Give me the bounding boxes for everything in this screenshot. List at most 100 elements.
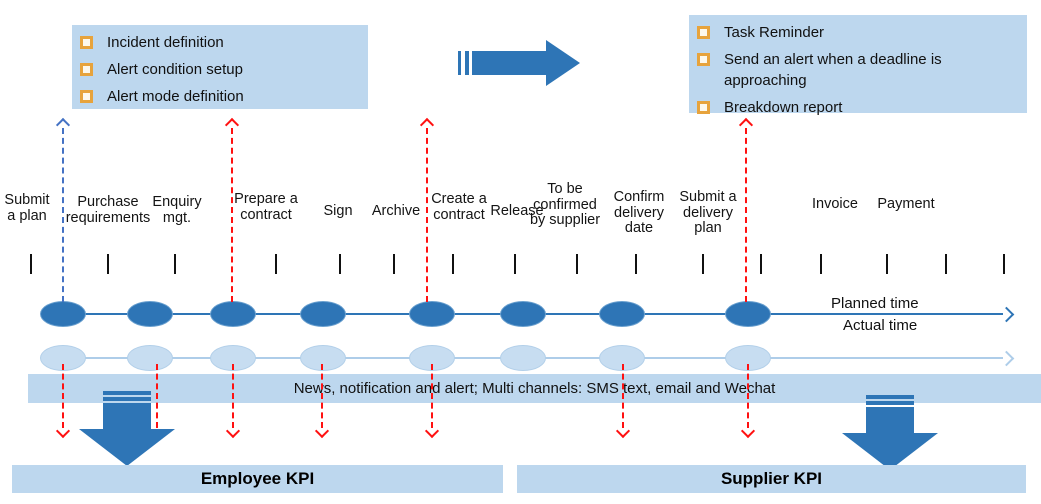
ruler-tick <box>760 254 762 274</box>
dashed-connector-down <box>622 364 624 428</box>
alert-setup-callout: Incident definition Alert condition setu… <box>72 25 368 109</box>
stage-label: Archive <box>371 203 421 219</box>
dashed-connector-down <box>62 364 64 428</box>
square-bullet-icon <box>80 90 93 103</box>
dashed-connector-down <box>747 364 749 428</box>
reminder-callout: Task Reminder Send an alert when a deadl… <box>689 15 1027 116</box>
ruler-tick <box>275 254 277 274</box>
right-arrow-body <box>472 51 546 75</box>
right-arrow-stripe <box>458 51 461 75</box>
right-arrow-head <box>546 40 580 86</box>
down-arrow-stripe <box>103 391 151 395</box>
square-bullet-icon <box>697 26 710 39</box>
dashed-connector-down <box>156 364 158 428</box>
stage-label: Invoice <box>812 196 858 212</box>
stage-label: Confirm delivery date <box>613 189 665 236</box>
stage-label: Release <box>490 203 544 219</box>
stage-label: Sign <box>323 203 353 219</box>
down-arrow-supplier-icon <box>842 395 938 471</box>
down-arrowhead-icon <box>740 423 756 439</box>
callout-item-label: Incident definition <box>107 34 224 51</box>
dashed-connector-up <box>62 128 64 302</box>
stage-label: Submit a plan <box>4 192 50 224</box>
planned-milestone <box>725 301 771 327</box>
ruler-tick <box>339 254 341 274</box>
stage-label: Submit a delivery plan <box>679 189 737 236</box>
actual-milestone <box>300 345 346 371</box>
callout-item: Alert condition setup <box>78 59 360 80</box>
down-arrow-head <box>842 433 938 470</box>
ruler-tick <box>576 254 578 274</box>
down-arrowhead-icon <box>225 423 241 439</box>
ruler-tick <box>393 254 395 274</box>
callout-item-label: Breakdown report <box>724 99 843 116</box>
planned-arrowhead-icon <box>998 306 1015 323</box>
callout-item-label: Alert mode definition <box>107 88 244 105</box>
up-arrowhead-icon <box>55 117 71 133</box>
down-arrowhead-icon <box>314 423 330 439</box>
dashed-connector-up <box>426 128 428 302</box>
ruler-tick <box>886 254 888 274</box>
employee-kpi-bar: Employee KPI <box>12 465 503 493</box>
ruler-tick <box>107 254 109 274</box>
up-arrowhead-icon <box>224 117 240 133</box>
callout-item: Alert mode definition <box>78 86 360 107</box>
ruler-tick <box>1003 254 1005 274</box>
down-arrow-body <box>103 403 151 429</box>
dashed-connector-down <box>431 364 433 428</box>
down-arrow-employee-icon <box>79 391 175 467</box>
ruler-tick <box>30 254 32 274</box>
stage-label: Create a contract <box>431 191 487 223</box>
actual-arrowhead-icon <box>998 350 1015 367</box>
planned-milestone <box>500 301 546 327</box>
planned-milestone <box>599 301 645 327</box>
callout-item-label: Task Reminder <box>724 24 825 41</box>
down-arrow-stripe <box>103 397 151 401</box>
down-arrow-stripe <box>866 401 914 405</box>
ruler-tick <box>174 254 176 274</box>
ruler-tick <box>820 254 822 274</box>
stage-label: Payment <box>877 196 935 212</box>
planned-milestone <box>210 301 256 327</box>
callout-item-label: Alert condition setup <box>107 61 243 78</box>
dashed-connector-down <box>321 364 323 428</box>
callout-item: Task Reminder <box>695 22 1019 43</box>
actual-milestone <box>127 345 173 371</box>
down-arrow-head <box>79 429 175 466</box>
ruler-tick <box>635 254 637 274</box>
stage-label: Prepare a contract <box>234 191 298 223</box>
square-bullet-icon <box>697 53 710 66</box>
supplier-kpi-bar: Supplier KPI <box>517 465 1026 493</box>
ruler-tick <box>514 254 516 274</box>
dashed-connector-up <box>231 128 233 302</box>
callout-item: Breakdown report <box>695 97 1019 118</box>
dashed-connector-up <box>745 128 747 302</box>
planned-milestone <box>127 301 173 327</box>
down-arrowhead-icon <box>55 423 71 439</box>
dashed-connector-down <box>232 364 234 428</box>
down-arrow-stripe <box>866 395 914 399</box>
square-bullet-icon <box>697 101 710 114</box>
up-arrowhead-icon <box>738 117 754 133</box>
stage-label: To be confirmed by supplier <box>529 181 601 228</box>
down-arrowhead-icon <box>615 423 631 439</box>
callout-item: Incident definition <box>78 32 360 53</box>
callout-item-label: Send an alert when a deadline is approac… <box>724 51 942 89</box>
actual-milestone <box>500 345 546 371</box>
ruler-tick <box>945 254 947 274</box>
callout-item: Send an alert when a deadline is approac… <box>695 49 1019 91</box>
down-arrowhead-icon <box>424 423 440 439</box>
ruler-tick <box>452 254 454 274</box>
planned-milestone <box>300 301 346 327</box>
stage-label: Purchase requirements <box>65 194 151 226</box>
planned-time-label: Planned time <box>831 295 919 312</box>
planned-milestone <box>40 301 86 327</box>
square-bullet-icon <box>80 36 93 49</box>
right-arrow-stripe <box>465 51 469 75</box>
stage-label: Enquiry mgt. <box>152 194 202 226</box>
square-bullet-icon <box>80 63 93 76</box>
actual-time-label: Actual time <box>843 317 918 334</box>
up-arrowhead-icon <box>419 117 435 133</box>
ruler-tick <box>702 254 704 274</box>
